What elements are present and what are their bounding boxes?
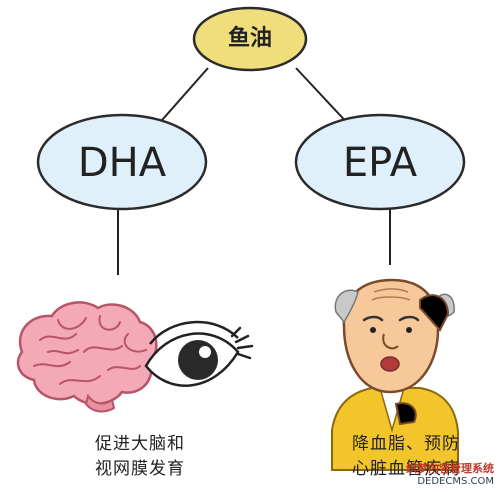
connector-root-dha (154, 67, 209, 129)
dha-caption-line: 视网膜发育 (95, 459, 185, 479)
watermark: 织梦内容管理系统 DEDECMS.COM (406, 462, 494, 488)
epa-node-label: EPA (342, 140, 418, 186)
dha-node (36, 113, 208, 211)
dha-caption-line: 促进大脑和 (95, 434, 185, 454)
eye-illustration (144, 320, 254, 387)
epa-caption-line: 降血脂、预防 (352, 434, 460, 454)
watermark-line-1: 织梦内容管理系统 (406, 462, 494, 475)
dha-node-label: DHA (77, 140, 167, 186)
epa-caption: 降血脂、预防 心脏血管疾病 (326, 432, 486, 482)
connector-root-epa (295, 67, 353, 129)
root-node-label: 鱼油 (227, 26, 272, 51)
dha-caption: 促进大脑和 视网膜发育 (70, 432, 210, 482)
root-node (192, 6, 308, 72)
brain-illustration (16, 301, 158, 413)
watermark-line-2: DEDECMS.COM (417, 476, 494, 487)
epa-node (294, 113, 466, 211)
epa-caption-line: 心脏血管疾病 (352, 459, 460, 479)
elderly-man-illustration (331, 278, 459, 471)
